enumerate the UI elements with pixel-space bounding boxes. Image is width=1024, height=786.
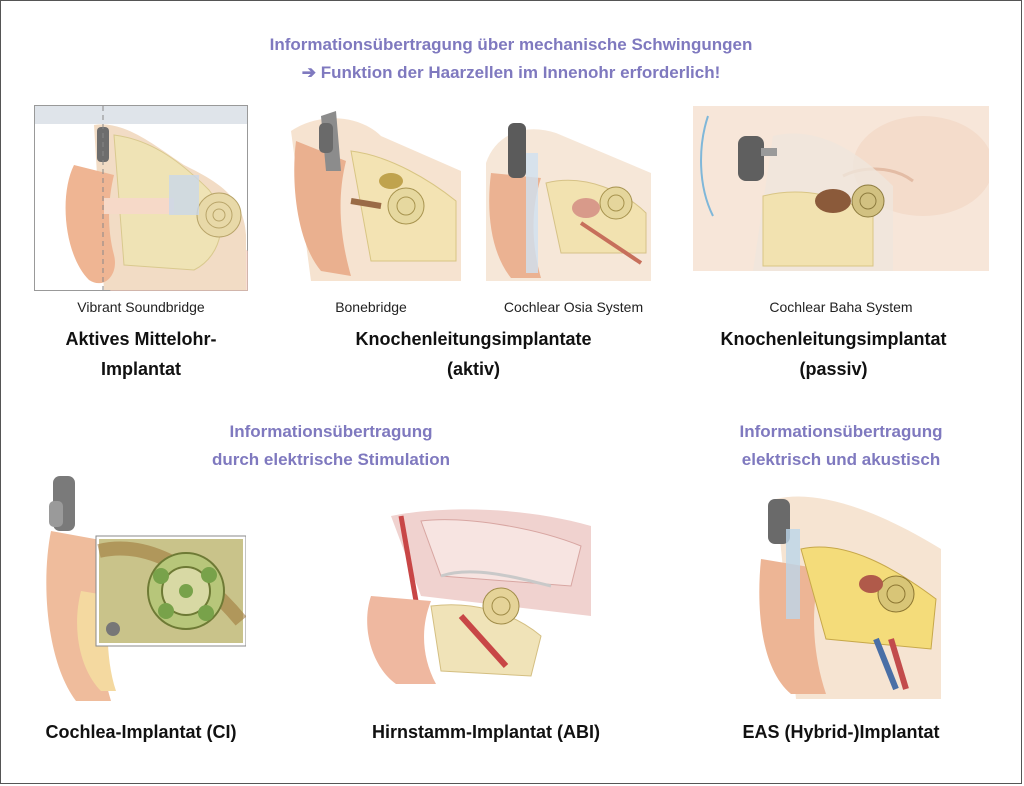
cochlea-implant-image <box>41 471 246 706</box>
caption-baha: Cochlear Baha System <box>769 299 913 315</box>
label-eas-implantat: EAS (Hybrid-)Implantat <box>742 722 940 742</box>
label-knochenleitung-passiv: Knochenleitungsimplantat (passiv) <box>701 324 966 384</box>
header-electric-acoustic: Informationsübertragung elektrisch und a… <box>701 418 981 474</box>
baha-image <box>693 106 989 271</box>
label-hirnstamm-implantat: Hirnstamm-Implantat (ABI) <box>371 722 600 742</box>
header-electric-acoustic-line1: Informationsübertragung <box>739 422 943 441</box>
bonebridge-image <box>291 111 461 281</box>
caption-vibrant-soundbridge: Vibrant Soundbridge <box>77 299 205 315</box>
caption-bonebridge: Bonebridge <box>335 299 407 315</box>
label-aktives-mittelohr-line1: Aktives Mittelohr- <box>65 329 217 349</box>
label-aktives-mittelohr-line2: Implantat <box>100 359 181 379</box>
label-knochenleitung-aktiv: Knochenleitungsimplantate (aktiv) <box>316 324 631 384</box>
vibrant-soundbridge-image <box>34 105 248 291</box>
label-knochenleitung-passiv-line1: Knochenleitungsimplantat <box>720 329 947 349</box>
header-mechanical-line1: Informationsübertragung über mechanische… <box>269 35 753 54</box>
label-cochlea-implantat: Cochlea-Implantat (CI) <box>45 722 237 742</box>
header-electric-line1: Informationsübertragung <box>229 422 433 441</box>
header-electric-acoustic-line2: elektrisch und akustisch <box>741 450 941 469</box>
header-mechanical-line2: ➔ Funktion der Haarzellen im Innenohr er… <box>301 63 721 82</box>
label-knochenleitung-aktiv-line1: Knochenleitungsimplantate <box>355 329 592 349</box>
header-electric: Informationsübertragung durch elektrisch… <box>181 418 481 474</box>
label-aktives-mittelohr: Aktives Mittelohr- Implantat <box>31 324 251 384</box>
label-knochenleitung-passiv-line2: (passiv) <box>799 359 868 379</box>
eas-image <box>756 489 941 699</box>
caption-osia: Cochlear Osia System <box>503 299 644 315</box>
abi-image <box>361 506 591 686</box>
header-mechanical: Informationsübertragung über mechanische… <box>181 31 841 87</box>
header-electric-line2: durch elektrische Stimulation <box>211 450 451 469</box>
label-knochenleitung-aktiv-line2: (aktiv) <box>446 359 500 379</box>
osia-image <box>486 113 651 281</box>
